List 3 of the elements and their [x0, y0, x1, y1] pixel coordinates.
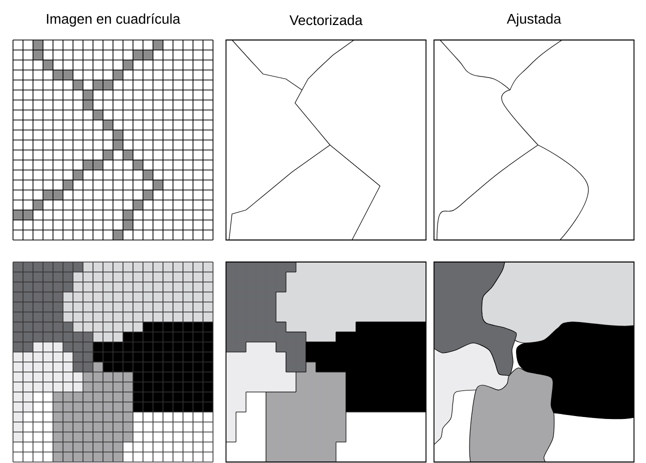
- column-title: Vectorizada: [289, 14, 363, 26]
- column-title: Ajustada: [506, 13, 562, 27]
- column-title: Imagen en cuadrícula: [46, 13, 180, 27]
